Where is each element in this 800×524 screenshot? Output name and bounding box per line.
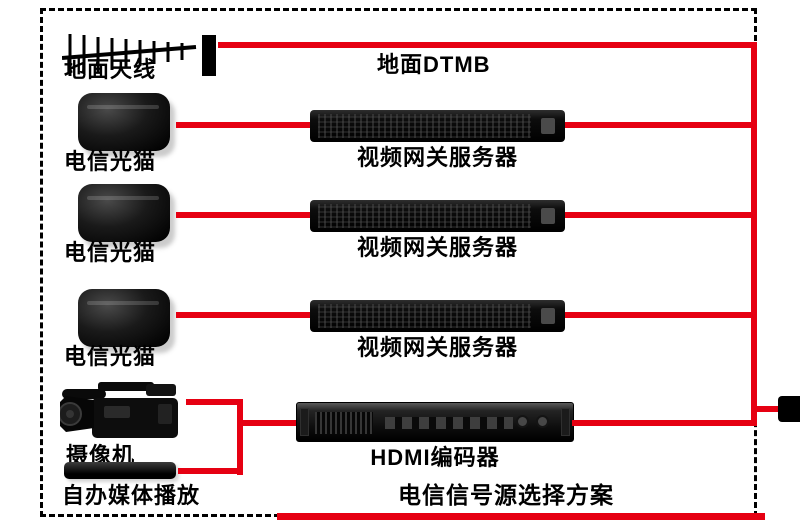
server-icon (310, 110, 565, 142)
line-encoder-to-bus (572, 420, 757, 426)
line-branch-to-encoder (237, 420, 297, 426)
encoder-ports (385, 417, 513, 429)
camera-icon (60, 382, 178, 438)
media-player-icon (64, 462, 176, 479)
encoder-knob (536, 415, 549, 428)
line-right-bus (751, 42, 757, 426)
encoder-label: HDMI编码器 (370, 445, 500, 470)
line-branch-vertical (237, 399, 243, 475)
right-edge-device-icon (778, 396, 800, 422)
line-antenna-to-bus (218, 42, 757, 48)
encoder-rack-ear-left (300, 408, 309, 436)
line-modem3-server3 (176, 312, 310, 318)
encoder-rack-ear-right (561, 408, 570, 436)
diagram-title: 电信信号源选择方案 (398, 482, 614, 508)
modem-icon (78, 184, 170, 242)
modem-label: 电信光猫 (64, 149, 157, 174)
line-camera-branch (186, 399, 243, 405)
antenna-label: 地面天线 (64, 57, 157, 82)
modem-icon (78, 93, 170, 151)
line-bottom (277, 513, 765, 520)
server-icon (310, 200, 565, 232)
server-label: 视频网关服务器 (356, 145, 518, 170)
dtmb-label: 地面DTMB (377, 52, 491, 77)
encoder-knob (516, 415, 529, 428)
modem-label: 电信光猫 (64, 344, 157, 369)
encoder-icon (296, 402, 574, 442)
line-server1-to-bus (565, 122, 757, 128)
encoder-vents (315, 412, 373, 434)
modem-icon (78, 289, 170, 347)
line-modem2-server2 (176, 212, 310, 218)
modem-label: 电信光猫 (64, 240, 157, 265)
antenna-icon (62, 34, 216, 76)
server-label: 视频网关服务器 (356, 335, 518, 360)
media-player-label: 自办媒体播放 (62, 483, 201, 508)
line-media-branch (178, 468, 243, 474)
line-bus-to-edge-device (757, 406, 781, 412)
line-server2-to-bus (565, 212, 757, 218)
server-label: 视频网关服务器 (356, 235, 518, 260)
server-icon (310, 300, 565, 332)
line-server3-to-bus (565, 312, 757, 318)
line-modem1-server1 (176, 122, 310, 128)
